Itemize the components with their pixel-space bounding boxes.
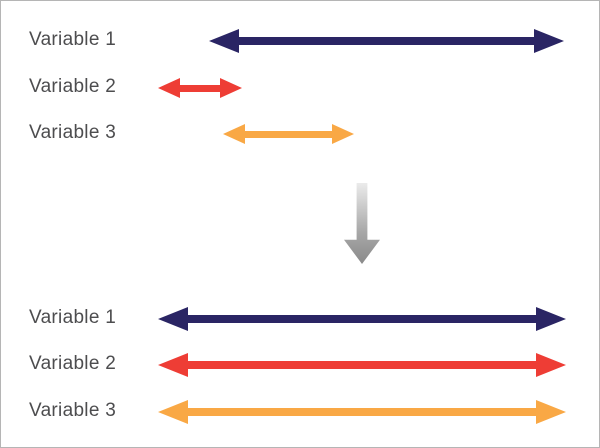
arrow-shaft [242, 130, 335, 138]
arrowhead-left-icon [158, 353, 188, 377]
arrow-shaft [236, 37, 537, 45]
range-arrow-red [158, 353, 566, 377]
arrowhead-right-icon [536, 400, 566, 424]
arrowhead-left-icon [158, 400, 188, 424]
arrow-shaft [185, 315, 539, 323]
range-arrow-navy [209, 29, 564, 53]
variable-label: Variable 2 [29, 76, 117, 97]
variable-label: Variable 3 [29, 400, 117, 421]
arrowhead-left-icon [158, 307, 188, 331]
variable-label: Variable 1 [29, 307, 117, 328]
arrowhead-right-icon [536, 353, 566, 377]
range-arrow-orange [223, 123, 354, 145]
range-arrow-red [158, 77, 242, 99]
arrowhead-right-icon [536, 307, 566, 331]
arrowhead-right-icon [332, 123, 354, 144]
arrow-shaft [177, 84, 223, 92]
variable-label: Variable 1 [29, 29, 117, 50]
arrow-shaft [185, 408, 539, 416]
transform-down-arrow-icon [344, 183, 380, 264]
arrow-shaft [185, 361, 539, 369]
arrowhead-right-icon [534, 29, 564, 53]
arrowhead-left-icon [158, 77, 180, 98]
range-arrow-orange [158, 400, 566, 424]
arrowhead-left-icon [223, 123, 245, 144]
arrowhead-left-icon [209, 29, 239, 53]
variable-label: Variable 2 [29, 353, 117, 374]
arrowhead-right-icon [220, 77, 242, 98]
variable-label: Variable 3 [29, 122, 117, 143]
range-arrow-navy [158, 307, 566, 331]
